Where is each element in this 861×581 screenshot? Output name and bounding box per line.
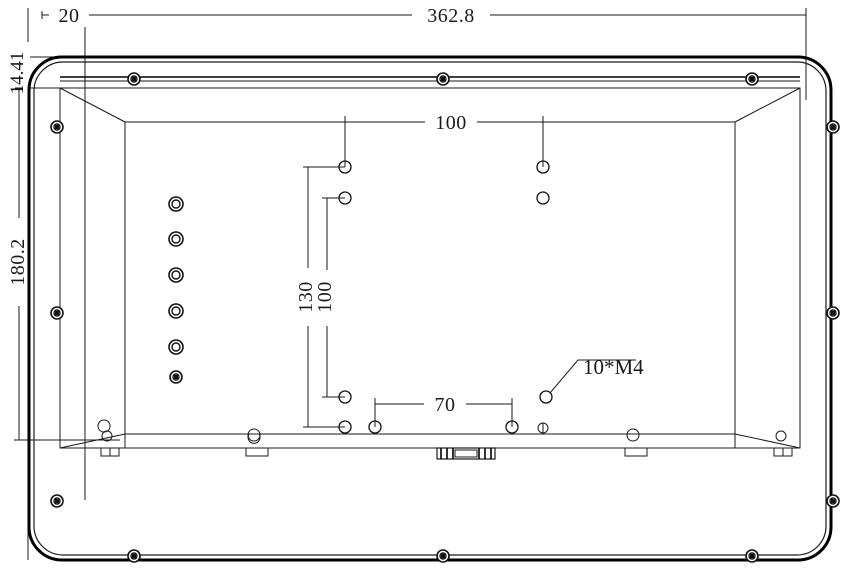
vent-hole: [168, 303, 184, 319]
screw-boss: [745, 549, 759, 563]
left-vent-hole-column: [168, 196, 184, 384]
dimension-vesa-top-100: 100: [344, 110, 544, 167]
connector-left: [97, 419, 120, 457]
connector-mid-right: [624, 428, 648, 457]
screw-boss: [745, 72, 759, 86]
screw-boss: [436, 549, 450, 563]
screw-boss: [127, 549, 141, 563]
screw-boss: [50, 120, 64, 134]
vent-hole: [168, 267, 184, 283]
vent-hole: [168, 196, 184, 212]
vent-hole: [168, 231, 184, 247]
screw-boss: [50, 494, 64, 508]
screw-boss: [436, 72, 450, 86]
vent-hole: [169, 370, 183, 384]
screw-boss: [50, 306, 64, 320]
connector-mid-left: [245, 428, 269, 457]
thread-callout-label: 10*M4: [583, 355, 644, 379]
vesa-hole: [536, 191, 550, 205]
dim-top-offset-label: 20: [59, 5, 80, 27]
dim-left-offset-label: 14.41: [7, 52, 28, 95]
thread-callout-leader: 10*M4: [549, 355, 644, 394]
connector-right: [773, 430, 793, 457]
center-io-connector: [436, 447, 496, 460]
indicator-hole: [537, 422, 549, 434]
dimension-overall-width: 362.8: [84, 3, 807, 27]
screw-boss: [826, 494, 840, 508]
dimension-top-offset: 20: [41, 3, 125, 27]
screw-boss: [826, 306, 840, 320]
vent-hole: [168, 339, 184, 355]
housing-screw-holes: [50, 72, 840, 563]
dim-vesa-top-label: 100: [435, 112, 467, 134]
dimension-extension-lines: [8, 8, 807, 560]
dimension-left-offset: 14.41: [7, 42, 30, 104]
dim-vesa-130-label: 130: [295, 281, 317, 313]
dim-overall-height-label: 180.2: [7, 238, 29, 286]
dim-overall-width-label: 362.8: [427, 5, 475, 27]
vesa-hole-leader-target: [539, 390, 553, 404]
screw-boss: [826, 120, 840, 134]
screw-boss: [127, 72, 141, 86]
dimension-vesa-bottom-70: 70: [374, 392, 513, 427]
dim-vesa-bottom-label: 70: [435, 394, 456, 416]
bottom-connector-features: [84, 405, 801, 460]
dim-vesa-mid-label: 100: [314, 281, 336, 313]
dimension-vesa-mid-100: 100: [314, 197, 345, 398]
